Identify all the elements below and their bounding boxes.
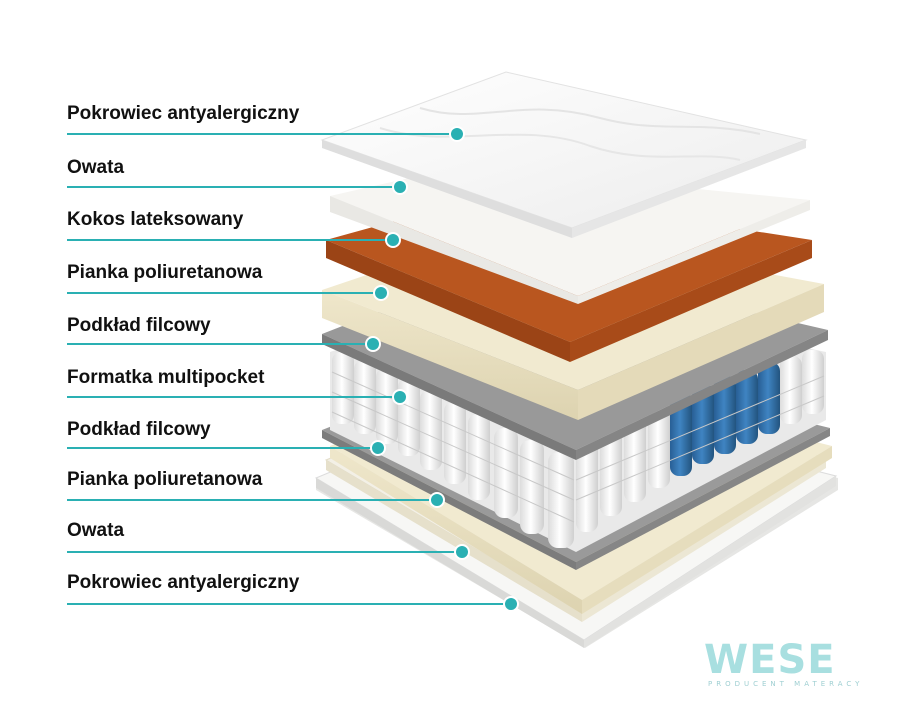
layer-top-cover bbox=[320, 71, 808, 238]
logo-wordmark: WESE bbox=[704, 637, 836, 683]
leader-marker-2 bbox=[394, 181, 406, 193]
leader-marker-8 bbox=[431, 494, 443, 506]
label-coir: Kokos lateksowany bbox=[67, 209, 244, 230]
leader-marker-10 bbox=[505, 598, 517, 610]
label-bottom-foam: Pianka poliuretanowa bbox=[67, 469, 263, 490]
label-bottom-wadding: Owata bbox=[67, 520, 125, 541]
label-upper-foam: Pianka poliuretanowa bbox=[67, 262, 263, 283]
leader-marker-1 bbox=[451, 128, 463, 140]
label-top-cover: Pokrowiec antyalergiczny bbox=[67, 103, 300, 124]
leader-lines bbox=[67, 126, 519, 612]
label-lower-felt: Podkład filcowy bbox=[67, 419, 211, 440]
leader-marker-6 bbox=[394, 391, 406, 403]
brand-logo: WESE PRODUCENT MATERACY bbox=[704, 638, 864, 698]
spring-pocket-seams bbox=[331, 371, 825, 523]
leader-marker-4 bbox=[375, 287, 387, 299]
label-upper-felt: Podkład filcowy bbox=[67, 315, 211, 336]
leader-marker-3 bbox=[387, 234, 399, 246]
label-bottom-cover: Pokrowiec antyalergiczny bbox=[67, 572, 300, 593]
label-pocket-springs: Formatka multipocket bbox=[67, 367, 265, 388]
label-upper-wadding: Owata bbox=[67, 157, 125, 178]
leader-marker-5 bbox=[367, 338, 379, 350]
leader-marker-7 bbox=[372, 442, 384, 454]
logo-tagline: PRODUCENT MATERACY bbox=[708, 680, 864, 688]
leader-marker-9 bbox=[456, 546, 468, 558]
